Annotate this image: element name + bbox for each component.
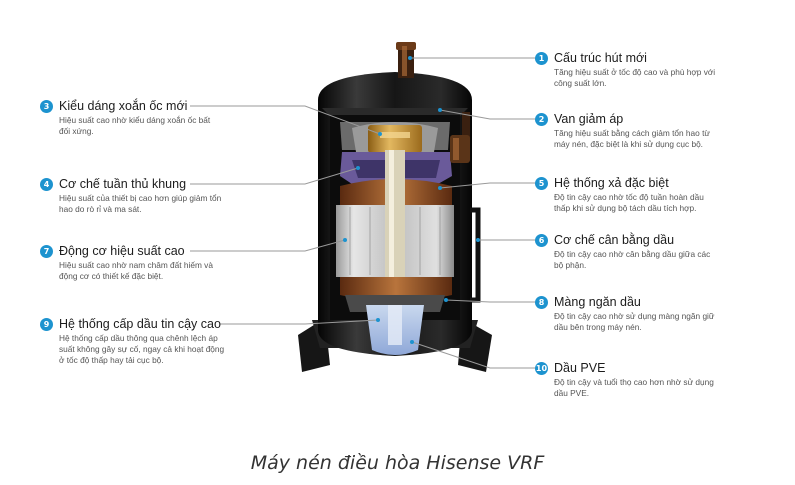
label-title: Hệ thống xả đặc biệt (554, 176, 669, 190)
label-title: Màng ngăn dầu (554, 295, 641, 309)
label-2: 2 Van giảm áp Tăng hiệu suất bằng cách gi… (535, 111, 745, 150)
number-badge: 4 (40, 177, 53, 191)
label-description: Hệ thống cấp dầu thông qua chênh lệch áp… (59, 333, 225, 365)
number-badge: 1 (535, 51, 548, 65)
label-title: Động cơ hiệu suất cao (59, 244, 185, 258)
discharge-pipe (450, 112, 470, 163)
label-description: Độ tin cậy cao nhờ cân bằng dầu giữa các… (554, 249, 711, 270)
label-title: Kiểu dáng xoắn ốc mới (59, 99, 188, 113)
label-description: Hiệu suất cao nhờ nam châm đất hiếm và đ… (59, 260, 213, 281)
number-badge: 6 (535, 233, 548, 247)
label-8: 8 Màng ngăn dầu Độ tin cậy cao nhờ sử dụn… (535, 294, 745, 333)
leader-line-5 (439, 182, 540, 189)
label-1: 1 Cấu trúc hút mới Tăng hiệu suất ở tốc đ… (535, 50, 745, 89)
label-title: Van giảm áp (554, 112, 624, 126)
number-badge: 9 (40, 317, 53, 331)
leader-lines (190, 57, 540, 369)
leader-line-9 (220, 319, 379, 325)
label-title: Cấu trúc hút mới (554, 51, 647, 65)
figure-caption: Máy nén điều hòa Hisense VRF (250, 452, 545, 474)
leader-line-10 (411, 341, 540, 369)
label-description: Hiệu suất cao nhờ kiểu dáng xoắn ốc bất … (59, 115, 211, 136)
label-3: 3 Kiểu dáng xoắn ốc mới Hiệu suất cao nhờ… (40, 98, 250, 137)
leader-line-7 (190, 239, 346, 252)
compressor-cutaway-interior (330, 115, 460, 355)
number-badge: 5 (535, 176, 548, 190)
oil-equalizing-pipe (470, 207, 481, 303)
label-7: 7 Động cơ hiệu suất cao Hiệu suất cao nhờ… (40, 243, 250, 282)
label-description: Tăng hiệu suất ở tốc độ cao và phù hợp v… (554, 67, 716, 88)
label-title: Hệ thống cấp dầu tin cậy cao (59, 317, 221, 331)
number-badge: 10 (535, 361, 548, 375)
leader-dots (343, 56, 480, 344)
leader-line-4 (190, 167, 359, 185)
label-title: Cơ chế tuần thủ khung (59, 177, 187, 191)
leader-line-3 (190, 105, 381, 135)
label-title: Cơ chế cân bằng dầu (554, 233, 675, 247)
label-10: 10 Dầu PVE Độ tin cậy và tuổi thọ cao hơn… (535, 360, 745, 399)
label-description: Độ tin cậy cao nhờ sử dụng màng ngăn giữ… (554, 311, 715, 332)
label-6: 6 Cơ chế cân bằng dầu Độ tin cậy cao nhờ … (535, 232, 745, 271)
leader-line-8 (445, 299, 540, 303)
number-badge: 3 (40, 99, 53, 113)
number-badge: 2 (535, 112, 548, 126)
label-description: Hiệu suất của thiết bị cao hơn giúp giảm… (59, 193, 222, 214)
label-4: 4 Cơ chế tuần thủ khung Hiệu suất của thi… (40, 176, 250, 215)
label-description: Tăng hiệu suất bằng cách giảm tổn hao từ… (554, 128, 710, 149)
label-9: 9 Hệ thống cấp dầu tin cậy cao Hệ thống c… (40, 316, 270, 366)
leader-line-2 (439, 109, 540, 120)
number-badge: 8 (535, 295, 548, 309)
label-description: Độ tin cậy và tuổi thọ cao hơn nhờ sử dụ… (554, 377, 714, 398)
suction-pipe (396, 42, 416, 78)
label-title: Dầu PVE (554, 361, 606, 375)
label-description: Độ tin cậy cao nhờ tốc độ tuần hoàn dầu … (554, 192, 704, 213)
label-5: 5 Hệ thống xả đặc biệt Độ tin cậy cao nhờ… (535, 175, 745, 214)
number-badge: 7 (40, 244, 53, 258)
